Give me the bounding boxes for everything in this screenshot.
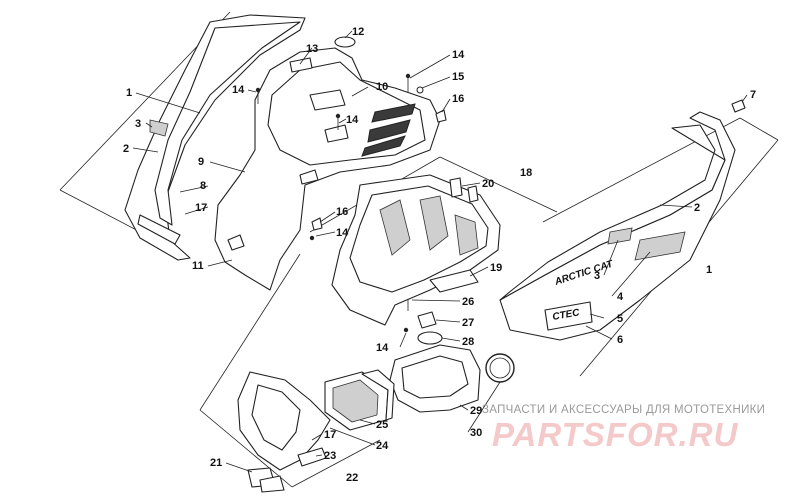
callout-29: 29 [470, 405, 482, 417]
callout-23: 23 [324, 450, 336, 462]
callout-8: 8 [200, 180, 206, 192]
callout-27: 27 [462, 317, 474, 329]
callout-12: 12 [352, 26, 364, 38]
callout-17: 17 [324, 429, 336, 441]
callout-14: 14 [232, 84, 245, 96]
callout-20: 20 [482, 178, 494, 190]
callout-10: 10 [376, 81, 388, 93]
callout-1: 1 [126, 87, 132, 99]
right-side-panel: ARCTIC CAT CTEC [499, 99, 746, 341]
side-decal-small [149, 119, 169, 137]
inner-console [331, 174, 501, 326]
side-decal-strip [634, 231, 686, 261]
callout-2: 2 [123, 143, 129, 155]
lower-nose [237, 371, 331, 493]
callout-16: 16 [452, 93, 464, 105]
callout-18: 18 [520, 167, 532, 179]
callout-6: 6 [617, 334, 623, 346]
callout-14: 14 [346, 114, 359, 126]
callout-25: 25 [376, 419, 388, 431]
leader-lines [132, 30, 748, 473]
callout-17: 17 [195, 202, 207, 214]
callout-15: 15 [452, 71, 464, 83]
watermark-caption: ЗАПЧАСТИ И АКСЕССУАРЫ ДЛЯ МОТОТЕХНИКИ [482, 404, 766, 416]
watermark-brand: PARTSFOR.RU [492, 416, 739, 453]
intake-screen [324, 369, 395, 431]
callout-numbers: 1 2 3 8 17 9 11 13 12 14 14 10 14 15 16 … [123, 26, 756, 484]
callout-3: 3 [594, 270, 600, 282]
callout-2: 2 [694, 202, 700, 214]
callout-5: 5 [617, 313, 623, 325]
callout-26: 26 [462, 296, 474, 308]
fasteners [255, 73, 447, 333]
callout-16: 16 [336, 206, 348, 218]
callout-13: 13 [306, 43, 318, 55]
callout-30: 30 [470, 427, 482, 439]
callout-14: 14 [336, 227, 349, 239]
callout-1: 1 [706, 264, 712, 276]
callout-19: 19 [490, 262, 502, 274]
callout-11: 11 [192, 260, 204, 272]
callout-22: 22 [346, 472, 358, 484]
callout-24: 24 [376, 440, 389, 452]
callout-14: 14 [376, 342, 389, 354]
intake-duct [389, 311, 515, 413]
model-badge: CTEC [552, 307, 581, 323]
callout-4: 4 [617, 291, 624, 303]
callout-14: 14 [452, 49, 465, 61]
callout-9: 9 [198, 156, 204, 168]
left-side-panel [124, 14, 306, 261]
callout-7: 7 [750, 89, 756, 101]
callout-21: 21 [210, 457, 222, 469]
callout-28: 28 [462, 336, 474, 348]
callout-3: 3 [135, 118, 141, 130]
hood-assembly [214, 36, 441, 291]
